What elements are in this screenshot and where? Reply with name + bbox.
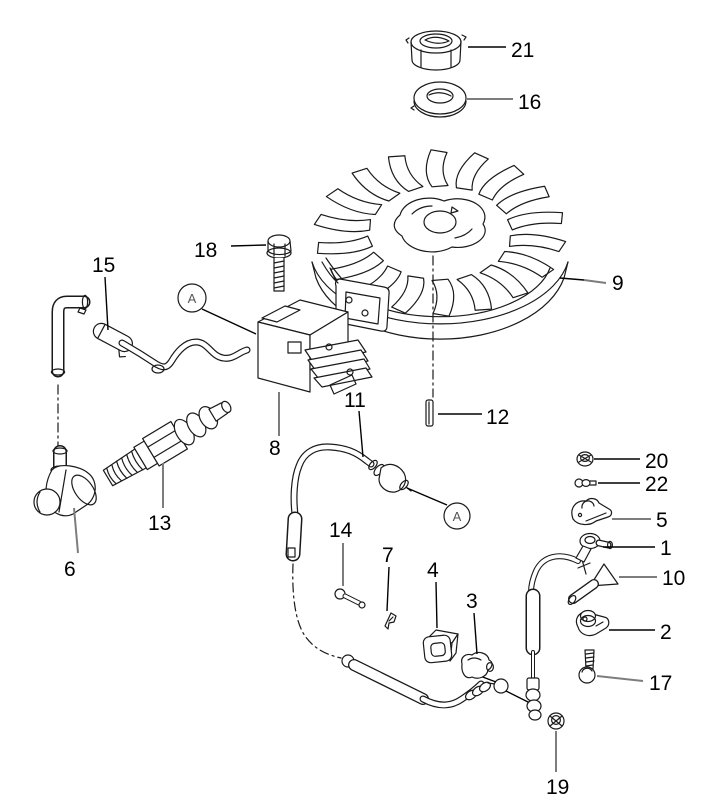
- callout-4: 4: [427, 559, 439, 629]
- plug-boot-drawing: [33, 445, 97, 517]
- callout-label-5: 5: [656, 509, 668, 532]
- callout-18: 18: [194, 239, 267, 262]
- callout-label-6: 6: [64, 558, 76, 581]
- callout-3: 3: [466, 590, 478, 655]
- callout-8: 8: [269, 392, 281, 460]
- flywheel-magnet-block: [321, 257, 390, 332]
- callout-label-11: 11: [344, 389, 366, 412]
- callout-label-7: 7: [382, 544, 394, 567]
- callout-22: 22: [598, 473, 668, 496]
- callout-label-16: 16: [518, 91, 541, 114]
- clip-7-drawing: [384, 612, 397, 630]
- callout-label-20: 20: [645, 450, 668, 473]
- nut-drawing: [405, 30, 467, 71]
- clamp-5-drawing: [571, 497, 613, 526]
- callout-label-12: 12: [486, 406, 509, 429]
- callout-17: 17: [596, 672, 672, 695]
- callout-14: 14: [329, 519, 353, 586]
- callout-2: 2: [609, 621, 672, 644]
- screw-22-drawing: [574, 478, 597, 488]
- flywheel-hub: [393, 197, 486, 253]
- callout-label-10: 10: [662, 567, 685, 590]
- grommet-4-drawing: [422, 629, 459, 664]
- ref-marker-a2: A: [406, 487, 471, 530]
- callout-label-19: 19: [546, 776, 569, 799]
- flywheel-rim: [311, 261, 569, 325]
- callout-label-17: 17: [649, 672, 672, 695]
- flywheel-drawing: [311, 150, 569, 398]
- terminal-3-drawing: [461, 651, 495, 679]
- callout-label-21: 21: [511, 39, 534, 62]
- callout-label-18: 18: [194, 239, 217, 262]
- callout-5: 5: [612, 509, 668, 532]
- callout-12: 12: [438, 406, 509, 429]
- ref-marker-a2-label: A: [453, 509, 462, 524]
- spark-plug-drawing: [102, 400, 232, 487]
- callout-label-3: 3: [466, 590, 478, 613]
- callout-6: 6: [64, 507, 79, 581]
- callout-19: 19: [546, 731, 569, 799]
- callout-label-14: 14: [329, 519, 353, 542]
- throttle-cable-drawing: [341, 654, 531, 709]
- callout-20: 20: [594, 450, 668, 473]
- callout-15: 15: [92, 254, 115, 331]
- governor-cable-drawing: [525, 553, 619, 721]
- nut-19-drawing: [547, 712, 565, 730]
- washer-drawing: [410, 81, 467, 118]
- ignition-coil-drawing: [257, 299, 373, 395]
- callout-label-2: 2: [660, 621, 672, 644]
- bracket-1-drawing: [575, 532, 613, 563]
- nut-20-drawing: [576, 451, 594, 467]
- callout-label-4: 4: [427, 559, 439, 582]
- callout-label-22: 22: [645, 473, 668, 496]
- coil-bolt-drawing: [266, 234, 292, 292]
- callout-16: 16: [467, 91, 541, 114]
- callout-21: 21: [468, 39, 534, 62]
- pin-14-drawing: [334, 588, 366, 609]
- callout-label-13: 13: [148, 512, 171, 535]
- callout-label-8: 8: [269, 437, 281, 460]
- callout-1: 1: [603, 537, 672, 560]
- callout-13: 13: [148, 463, 171, 535]
- woodruff-key-drawing: [425, 399, 434, 427]
- callout-label-1: 1: [660, 537, 672, 560]
- callout-11: 11: [344, 389, 366, 458]
- callout-label-15: 15: [92, 254, 115, 277]
- screw-17-drawing: [578, 649, 596, 684]
- ref-marker-a1: A: [177, 283, 257, 335]
- callout-7: 7: [382, 544, 394, 612]
- stop-wire-drawing: [285, 443, 412, 659]
- plug-wire-drawing: [50, 294, 251, 447]
- ref-marker-a1-label: A: [188, 291, 197, 306]
- bracket-2-drawing: [575, 609, 610, 637]
- callout-9: 9: [559, 272, 624, 295]
- callout-label-9: 9: [612, 272, 624, 295]
- callout-10: 10: [619, 567, 685, 590]
